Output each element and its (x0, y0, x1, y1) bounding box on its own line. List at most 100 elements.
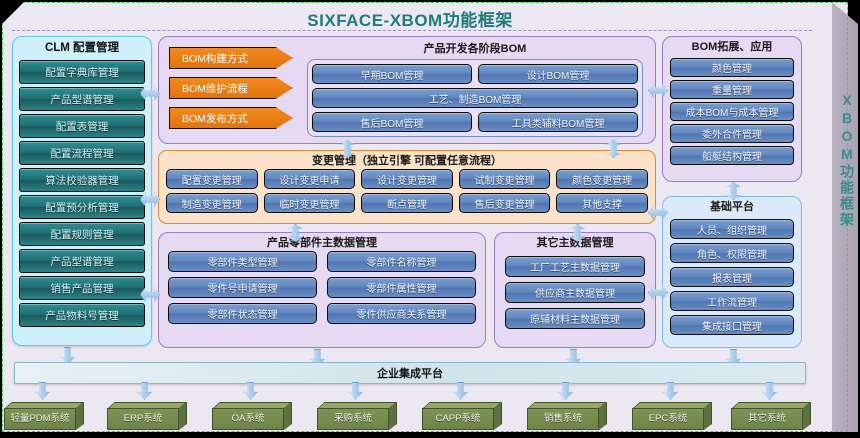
base-platform-list: 人员、组织管理 角色、权限管理 报表管理 工作流管理 集成接口管理 (663, 214, 801, 335)
clm-item[interactable]: 配置流程管理 (19, 141, 145, 165)
part-master-item[interactable]: 零部件属性管理 (327, 277, 476, 298)
clm-item-list: 配置字典库管理 产品型谱管理 配置表管理 配置流程管理 算法校验器管理 配置预分… (13, 55, 151, 327)
part-master-data-row: 零件号申请管理 零部件属性管理 (168, 277, 476, 298)
part-master-data-row: 零部件状态管理 零件供应商关系管理 (168, 303, 476, 324)
change-management-panel: 变更管理（独立引擎 可配置任意流程） 配置变更管理 设计变更申请 设计变更管理 … (158, 150, 656, 224)
clm-item[interactable]: 配置字典库管理 (19, 60, 145, 84)
part-master-data-panel: 产品零部件主数据管理 零部件类型管理 零部件名称管理 零件号申请管理 零部件属性… (158, 232, 486, 348)
external-system[interactable]: 轻量PDM系统 (4, 402, 84, 430)
bom-stage-item[interactable]: 设计BOM管理 (478, 64, 638, 84)
page-title: SIXFACE-XBOM功能框架 (307, 11, 513, 30)
clm-item[interactable]: 配置预分析管理 (19, 195, 145, 219)
change-management-grid: 配置变更管理 设计变更申请 设计变更管理 试制变更管理 颜色变更管理 制造变更管… (159, 168, 655, 213)
change-item[interactable]: 设计变更管理 (361, 169, 453, 189)
other-master-item[interactable]: 供应商主数据管理 (505, 282, 645, 303)
external-systems-row: 轻量PDM系统 ERP系统 OA系统 采购系统 CAPP系统 销售系统 (0, 396, 820, 436)
bom-method-arrow[interactable]: BOM构建方式 (169, 47, 293, 69)
change-item[interactable]: 制造变更管理 (166, 193, 258, 213)
box-side-face (494, 402, 502, 430)
base-platform-item[interactable]: 报表管理 (670, 267, 794, 287)
vertical-framework-label: XBOM功能框架 (839, 92, 855, 228)
bom-stage-item[interactable]: 售后BOM管理 (312, 112, 472, 132)
external-system-label: ERP系统 (107, 408, 179, 430)
change-item[interactable]: 颜色变更管理 (556, 169, 648, 189)
external-system[interactable]: 销售系统 (527, 402, 607, 430)
bom-stage-box: 早期BOM管理 设计BOM管理 工艺、制造BOM管理 售后BOM管理 工具类辅料… (307, 59, 643, 137)
other-master-item[interactable]: 原辅材料主数据管理 (505, 308, 645, 329)
change-item[interactable]: 断点管理 (361, 193, 453, 213)
bom-extension-title: BOM拓展、应用 (691, 41, 773, 53)
change-item[interactable]: 配置变更管理 (166, 169, 258, 189)
base-platform-title: 基础平台 (710, 201, 754, 213)
other-master-data-panel: 其它主数据管理 工厂工艺主数据管理 供应商主数据管理 原辅材料主数据管理 (494, 232, 656, 348)
change-item[interactable]: 临时变更管理 (263, 193, 356, 213)
bom-process-panel: BOM构建方式 BOM维护流程 BOM发布方式 产品开发各阶段BOM 早期BOM… (158, 36, 656, 144)
box-side-face (76, 402, 84, 430)
part-master-item[interactable]: 零件号申请管理 (168, 277, 317, 298)
clm-item[interactable]: 产品物料号管理 (19, 303, 145, 327)
clm-item[interactable]: 产品型谱管理 (19, 249, 145, 273)
change-item[interactable]: 设计变更申请 (263, 169, 356, 189)
clm-item[interactable]: 销售产品管理 (19, 276, 145, 300)
base-platform-item[interactable]: 角色、权限管理 (670, 243, 794, 263)
box-side-face (704, 402, 712, 430)
bom-stage-title: 产品开发各阶段BOM (423, 43, 527, 55)
enterprise-integration-bar: 企业集成平台 (14, 362, 806, 384)
external-system-label: 轻量PDM系统 (4, 408, 76, 430)
enterprise-integration-label: 企业集成平台 (377, 368, 443, 380)
other-master-item[interactable]: 工厂工艺主数据管理 (505, 256, 645, 277)
base-platform-item[interactable]: 工作流管理 (670, 291, 794, 311)
external-system[interactable]: CAPP系统 (422, 402, 502, 430)
external-system[interactable]: 采购系统 (317, 402, 397, 430)
part-master-item[interactable]: 零部件名称管理 (327, 251, 476, 272)
bom-extension-list: 颜色管理 重量管理 成本BOM与成本管理 委外合件管理 船艇结构管理 (663, 54, 801, 165)
change-management-row: 配置变更管理 设计变更申请 设计变更管理 试制变更管理 颜色变更管理 (166, 169, 648, 189)
clm-item[interactable]: 算法校验器管理 (19, 168, 145, 192)
part-master-item[interactable]: 零部件状态管理 (168, 303, 317, 324)
base-platform-item[interactable]: 人员、组织管理 (670, 219, 794, 239)
bom-extension-item[interactable]: 委外合件管理 (670, 124, 794, 143)
bom-extension-item[interactable]: 船艇结构管理 (670, 146, 794, 165)
change-item[interactable]: 售后变更管理 (458, 193, 551, 213)
other-master-data-list: 工厂工艺主数据管理 供应商主数据管理 原辅材料主数据管理 (495, 250, 655, 329)
diagram-3d-bevel (832, 2, 858, 432)
external-system[interactable]: 其它系统 (731, 402, 811, 430)
part-master-item[interactable]: 零部件类型管理 (168, 251, 317, 272)
bom-extension-panel: BOM拓展、应用 颜色管理 重量管理 成本BOM与成本管理 委外合件管理 船艇结… (662, 36, 802, 182)
clm-item[interactable]: 产品型谱管理 (19, 87, 145, 111)
external-system-label: EPC系统 (632, 408, 704, 430)
bom-stage-row: 工艺、制造BOM管理 (312, 88, 638, 108)
bom-method-arrow[interactable]: BOM维护流程 (169, 77, 293, 99)
bom-stage-item[interactable]: 早期BOM管理 (312, 64, 472, 84)
external-system[interactable]: EPC系统 (632, 402, 712, 430)
bom-stage-item[interactable]: 工艺、制造BOM管理 (312, 88, 638, 108)
box-side-face (179, 402, 187, 430)
title-divider (12, 30, 812, 31)
clm-item[interactable]: 配置规则管理 (19, 222, 145, 246)
clm-item[interactable]: 配置表管理 (19, 114, 145, 138)
change-item[interactable]: 其他支撑 (556, 193, 648, 213)
bom-method-arrow[interactable]: BOM发布方式 (169, 107, 293, 129)
external-system[interactable]: ERP系统 (107, 402, 187, 430)
box-side-face (389, 402, 397, 430)
bom-extension-item[interactable]: 重量管理 (670, 80, 794, 99)
part-master-data-grid: 零部件类型管理 零部件名称管理 零件号申请管理 零部件属性管理 零部件状态管理 … (159, 250, 485, 324)
external-system-label: 采购系统 (317, 408, 389, 430)
change-management-title: 变更管理（独立引擎 可配置任意流程） (311, 155, 503, 167)
bom-method-arrow-list: BOM构建方式 BOM维护流程 BOM发布方式 (169, 47, 297, 137)
clm-panel: CLM 配置管理 配置字典库管理 产品型谱管理 配置表管理 配置流程管理 算法校… (12, 36, 152, 346)
bom-extension-item[interactable]: 颜色管理 (670, 58, 794, 77)
bom-extension-item[interactable]: 成本BOM与成本管理 (670, 102, 794, 121)
part-master-item[interactable]: 零件供应商关系管理 (327, 303, 476, 324)
box-side-face (803, 402, 811, 430)
clm-panel-title: CLM 配置管理 (44, 42, 120, 54)
other-master-data-title: 其它主数据管理 (536, 237, 614, 249)
base-platform-item[interactable]: 集成接口管理 (670, 315, 794, 335)
external-system[interactable]: OA系统 (212, 402, 292, 430)
external-system-label: CAPP系统 (422, 408, 494, 430)
external-system-label: OA系统 (212, 408, 284, 430)
change-item[interactable]: 试制变更管理 (458, 169, 551, 189)
bom-stage-item[interactable]: 工具类辅料BOM管理 (478, 112, 638, 132)
bom-stage-row: 售后BOM管理 工具类辅料BOM管理 (312, 112, 638, 132)
